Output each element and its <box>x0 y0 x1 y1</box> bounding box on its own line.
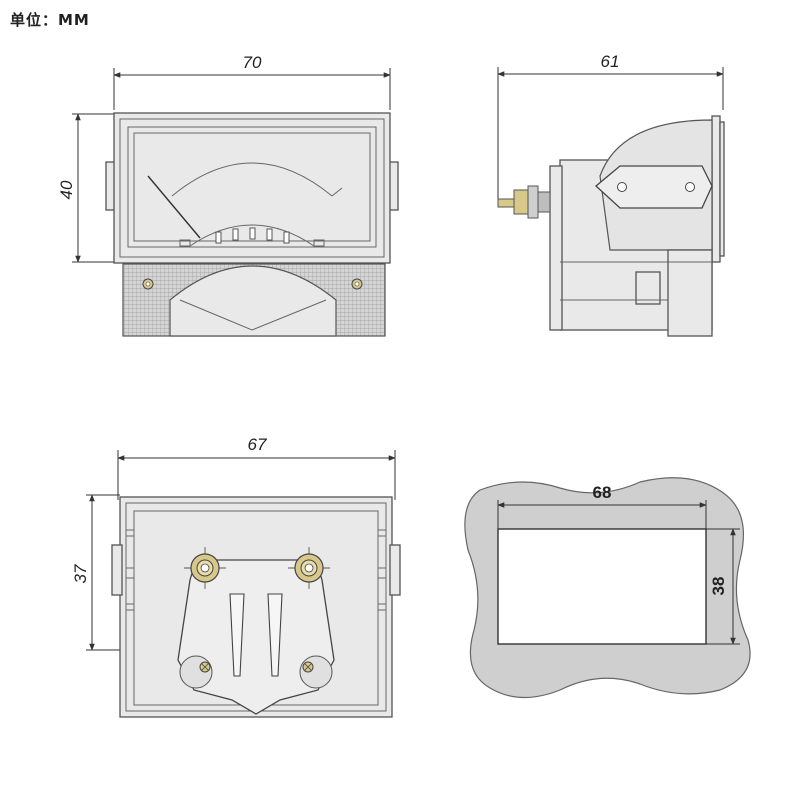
meter-needle <box>147 175 201 239</box>
rear-left-terminal-icon <box>184 547 226 589</box>
rear-width-dimension: 67 <box>117 435 396 500</box>
front-height-dimension: 40 <box>57 113 114 263</box>
cutout-width-label: 68 <box>593 483 612 502</box>
rear-height-label: 37 <box>71 564 90 583</box>
side-mounting-clamp <box>595 165 713 209</box>
meter-dial-face <box>127 126 377 248</box>
rear-height-dimension: 37 <box>71 494 120 651</box>
rear-right-terminal-icon <box>288 547 330 589</box>
front-width-dimension: 70 <box>113 53 391 110</box>
front-view: 70 40 <box>57 53 399 337</box>
side-depth-label: 61 <box>601 52 620 71</box>
cutout-height-label: 38 <box>709 577 728 596</box>
front-width-label: 70 <box>243 53 262 72</box>
side-depth-dimension: 61 <box>497 52 724 200</box>
rear-view: 67 37 <box>71 435 401 718</box>
panel-cutout <box>497 528 707 645</box>
cutout-view: 68 38 <box>464 477 751 699</box>
unit-label: 单位：MM <box>10 11 90 29</box>
side-view: 61 <box>497 52 725 337</box>
cutout-width-dimension: 68 <box>497 483 707 529</box>
cutout-height-dimension: 38 <box>706 528 740 645</box>
rear-terminal-plate <box>177 559 335 715</box>
meter-scale-arc <box>171 162 333 197</box>
rear-width-label: 67 <box>248 435 267 454</box>
front-height-label: 40 <box>57 180 76 199</box>
